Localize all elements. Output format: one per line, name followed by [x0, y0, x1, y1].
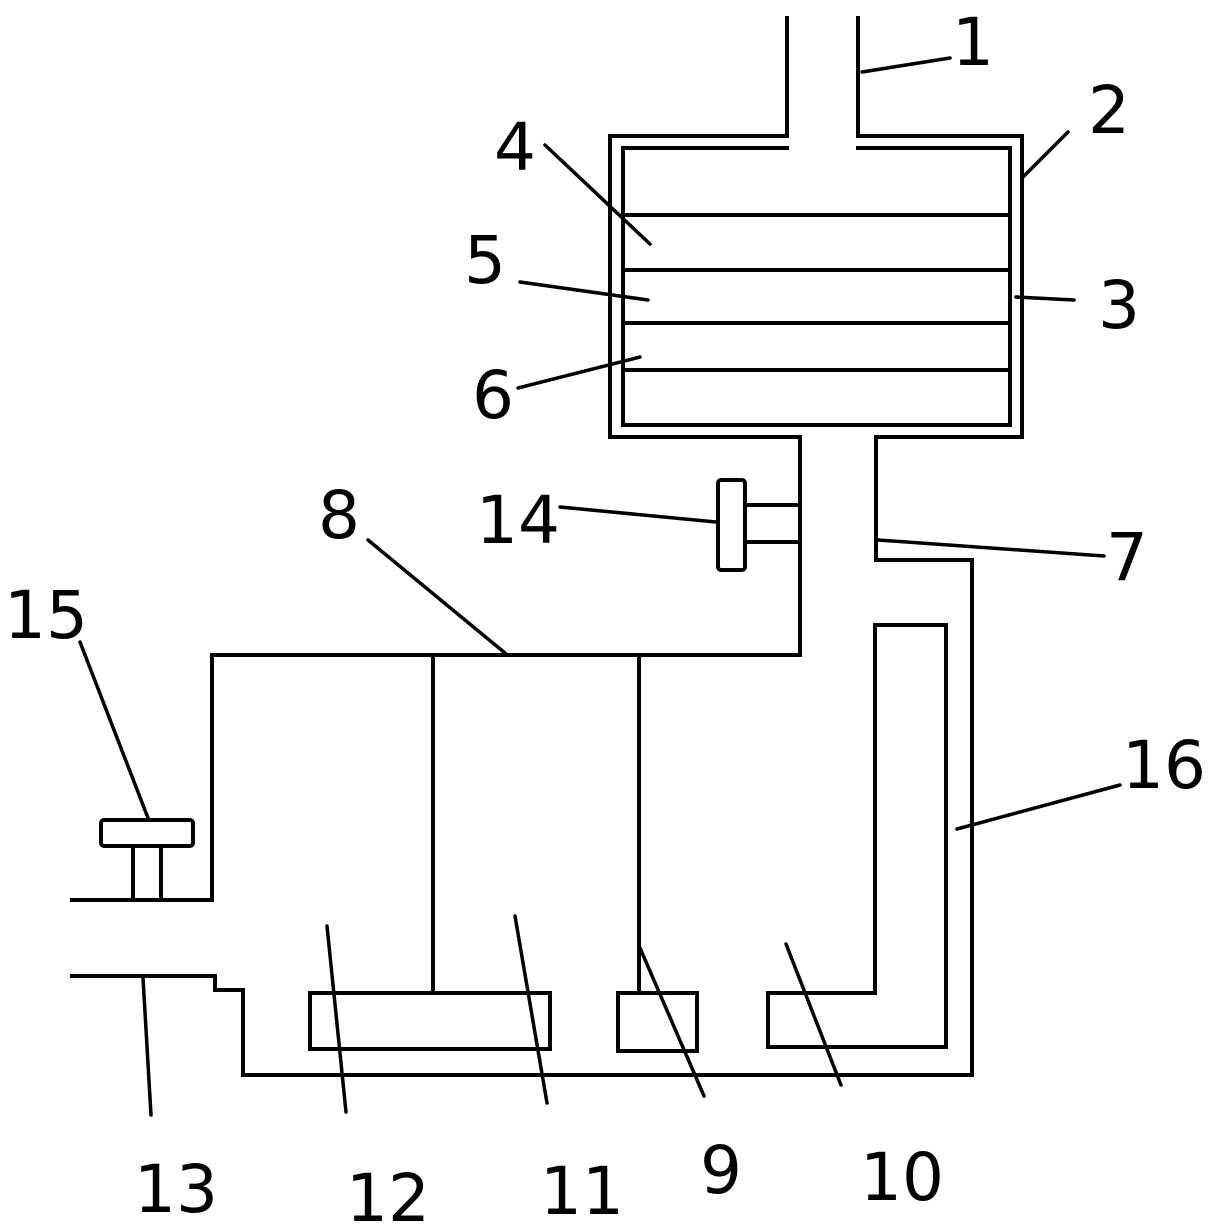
leader-12 — [325, 924, 348, 1114]
spray-head-9 — [616, 991, 699, 1053]
label-14: 14 — [476, 482, 560, 559]
label-10: 10 — [860, 1139, 944, 1216]
filter-layers — [621, 213, 1012, 372]
leader-11 — [513, 914, 549, 1105]
label-2: 2 — [1088, 72, 1130, 149]
leader-15 — [78, 640, 150, 820]
label-12: 12 — [346, 1160, 430, 1229]
inlet-pipe — [785, 16, 860, 138]
leader-7 — [876, 538, 1106, 558]
outer-housing — [608, 134, 1024, 439]
label-1: 1 — [952, 4, 994, 81]
outlet-pipe — [70, 435, 974, 1077]
leader-13 — [141, 976, 153, 1117]
valve-14 — [716, 478, 802, 572]
label-4: 4 — [494, 109, 536, 186]
leader-8 — [366, 538, 507, 655]
leader-lines — [78, 56, 1122, 1117]
bottom-outlet — [70, 898, 217, 978]
leader-2 — [1020, 130, 1070, 180]
label-8: 8 — [318, 477, 360, 554]
distribution-manifold — [70, 653, 802, 995]
label-11: 11 — [540, 1153, 624, 1229]
leader-10 — [784, 942, 843, 1087]
label-15: 15 — [4, 577, 88, 654]
spray-head-12-11 — [308, 991, 552, 1051]
return-pipe-16 — [766, 623, 948, 1049]
valve-15 — [99, 818, 195, 902]
leader-16 — [955, 783, 1122, 831]
label-9: 9 — [700, 1132, 742, 1209]
inner-liner — [621, 146, 1012, 427]
label-6: 6 — [472, 357, 514, 434]
label-7: 7 — [1106, 519, 1148, 596]
leader-4 — [543, 143, 652, 246]
label-5: 5 — [464, 222, 506, 299]
part-labels: 1 2 3 4 5 6 7 8 9 10 11 12 13 14 15 16 — [4, 4, 1206, 1229]
leader-14 — [558, 505, 718, 524]
leader-9 — [638, 946, 706, 1098]
leader-5 — [518, 280, 650, 302]
label-13: 13 — [134, 1151, 218, 1228]
label-3: 3 — [1098, 267, 1140, 344]
leader-3 — [1014, 295, 1076, 302]
label-16: 16 — [1122, 727, 1206, 804]
leader-6 — [516, 355, 642, 390]
leader-1 — [860, 56, 952, 74]
